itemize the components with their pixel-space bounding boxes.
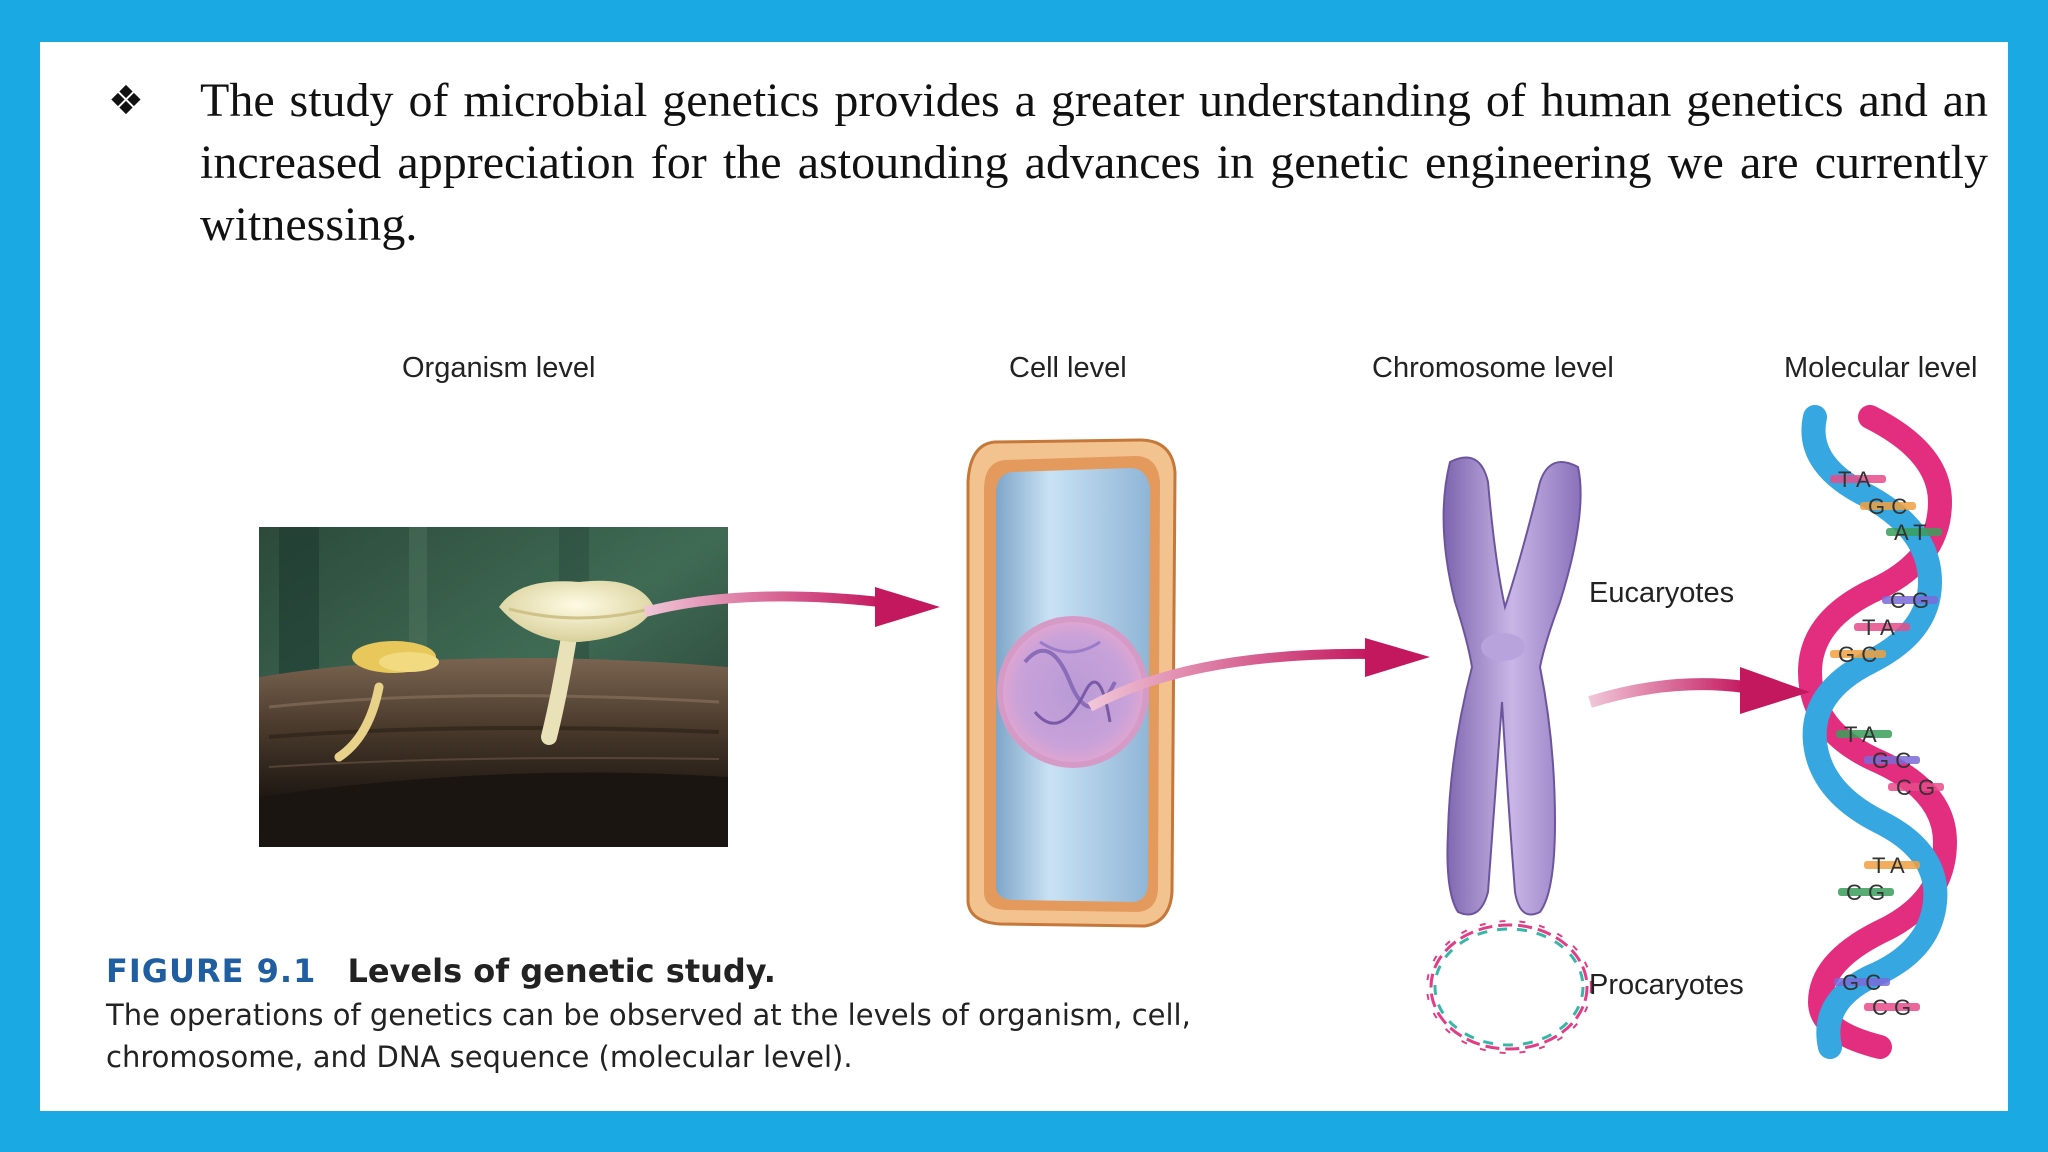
mushroom-photo [259,527,728,847]
base-pair-bar [1882,596,1938,604]
base-pair-label: G C [1868,494,1907,519]
base-pair-bar [1864,1003,1920,1011]
base-pair-bar [1854,623,1910,631]
base-pair-label: A T [1894,520,1927,545]
base-pair-label: G C [1842,970,1881,995]
cell-illustration [966,438,1177,928]
base-pair-label: C G [1872,995,1911,1020]
base-pair-bar [1830,475,1886,483]
bullet-diamond-icon: ❖ [108,78,144,124]
prokaryotic-chromosome [1426,920,1592,1054]
figure-number: FIGURE 9.1 [106,952,317,990]
base-pair-bar [1838,888,1894,896]
figure-description: The operations of genetics can be observ… [106,998,1191,1074]
base-pair-bar [1836,730,1892,738]
base-pair-label: C G [1896,775,1935,800]
base-pair-bar [1834,978,1890,986]
base-pair-label: G C [1838,642,1877,667]
figure-caption: FIGURE 9.1 Levels of genetic study. The … [106,952,1206,1078]
base-pair-label: C G [1846,880,1885,905]
chromosome-level-label: Chromosome level [1372,352,1614,384]
level-arrows [643,587,1810,714]
eucaryotes-label: Eucaryotes [1589,577,1734,609]
organism-level-label: Organism level [402,352,596,384]
base-pair-label: T A [1838,467,1871,492]
base-pair-bar [1886,528,1942,536]
base-pair-bar [1888,783,1944,791]
base-pair-bar [1830,650,1886,658]
genetics-levels-diagram: T AG CA TC GT AG CT AG CC GT AC GG CC G … [643,405,1958,1059]
base-pair-label: C G [1890,588,1929,613]
base-pair-label: T A [1872,853,1905,878]
eukaryotic-chromosome [1442,456,1582,916]
base-pairs: T AG CA TC GT AG CT AG CC GT AC GG CC G [1830,467,1944,1020]
cell-level-label: Cell level [1009,352,1127,384]
base-pair-label: T A [1844,722,1877,747]
slide: ❖ The study of microbial genetics provid… [40,42,2008,1111]
procaryotes-label: Procaryotes [1589,969,1744,1001]
bullet-text: The study of microbial genetics provides… [200,74,1988,251]
molecular-level-label: Molecular level [1784,352,1978,384]
base-pair-bar [1864,861,1920,869]
figure-title: Levels of genetic study. [347,952,776,990]
base-pair-label: G C [1872,748,1911,773]
base-pair-bar [1860,502,1916,510]
base-pair-bar [1864,756,1920,764]
base-pair-label: T A [1862,615,1895,640]
